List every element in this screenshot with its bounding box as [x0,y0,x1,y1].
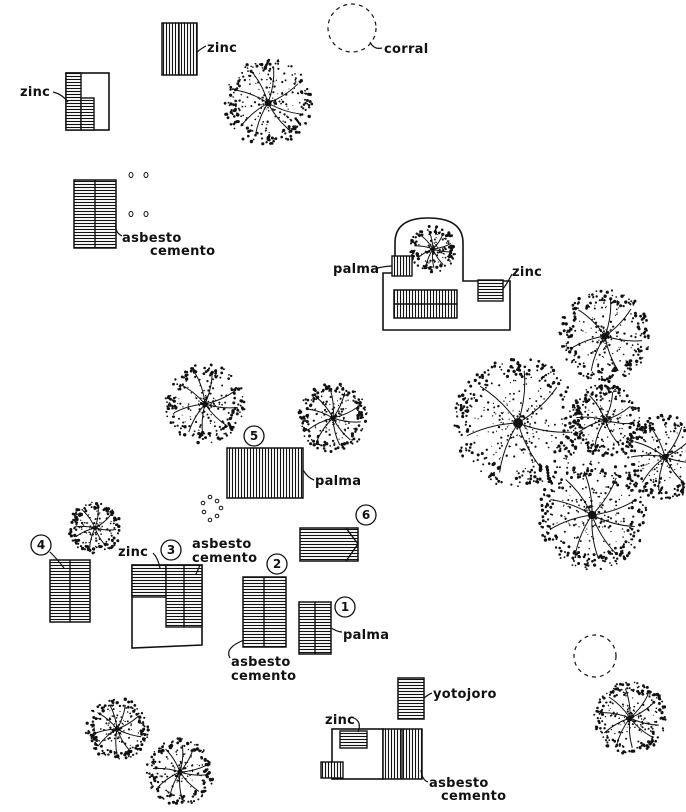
palma-leader-5 [302,469,315,481]
post-dots-2 [200,494,224,523]
zinc-leader-3b [152,552,161,569]
bottom-roof-zinc [339,730,368,749]
house-1-number: 1 [341,600,349,614]
zinc-leader-1 [196,45,207,53]
house-6-number-circle [355,504,377,526]
tree-canopy [164,363,246,445]
tree-canopy [593,681,667,755]
tree-canopy [622,413,686,500]
yotojoro-leader [423,692,433,699]
cemento-label-bottom: cemento [441,789,506,804]
cemento-label-2: cemento [231,669,296,684]
zinc-label-1: zinc [207,41,237,56]
asbesto-leader-3 [195,564,201,575]
zinc-label-3: zinc [512,265,542,280]
house-roof-zinc-left-b [80,97,95,131]
zinc-leader-2 [52,91,69,103]
palma-label-5: palma [315,474,361,489]
asbesto-label-bottom: asbesto [429,776,489,791]
zinc-leader-3 [502,273,513,290]
asbesto-leader-bottom [420,769,429,783]
asbesto-label-2: asbesto [231,655,291,670]
tree-canopy [538,460,648,571]
house-1-number-circle [334,596,356,618]
palma-label-1: palma [343,628,389,643]
house-5-roof-palma [226,447,304,499]
zinc-label-2: zinc [20,85,50,100]
tree-canopy [68,501,121,555]
zinc-label-bottom: zinc [325,713,355,728]
corral-circle [327,3,377,53]
cemento-label-1: cemento [150,244,215,259]
asbesto-leader-1 [115,221,123,237]
asbesto-label-3: asbesto [192,537,252,552]
tree-canopy [84,697,150,760]
house-5-number: 5 [250,429,258,443]
tree-canopy [145,737,215,805]
asbesto-leader-2 [228,639,245,659]
house-roof-zinc-compound [477,279,504,302]
compound-outline [382,217,511,331]
palma-leader-1 [330,627,343,633]
house-4-number: 4 [37,538,45,552]
zinc-label-3b: zinc [118,545,148,560]
tree-canopy [409,225,457,274]
house-2-number-circle [266,553,288,575]
tree-canopy [223,58,314,146]
corral-leader [369,41,383,49]
house-4-number-circle [30,534,52,556]
palma-label-small: palma [333,262,379,277]
house-2-number: 2 [273,557,281,571]
house-4-leader [49,551,65,569]
zinc-leader-bottom [353,717,360,733]
yotojoro-label: yotojoro [433,687,497,702]
palma-leader-small [377,265,393,269]
house-6-number: 6 [362,508,370,522]
house-3-roof-zinc [131,564,167,598]
tree-canopy [568,384,641,457]
tree-canopy [453,358,584,488]
house-6-roof [299,527,359,562]
corral-circle-2 [573,634,617,678]
tree-canopy [558,289,650,384]
cemento-label-3: cemento [192,551,257,566]
trees-layer [68,58,686,805]
asbesto-label-1: asbesto [122,231,182,246]
house-5-number-circle [243,425,265,447]
house-3-number-circle [160,539,182,561]
tree-canopy [297,382,368,453]
house-roof-yotojoro [397,677,425,720]
corral-label: corral [384,42,429,57]
post-dots-1 [128,172,149,217]
house-3-number: 3 [167,543,175,557]
house-roof-palma-small [391,255,413,277]
bottom-roof-small [320,761,344,779]
